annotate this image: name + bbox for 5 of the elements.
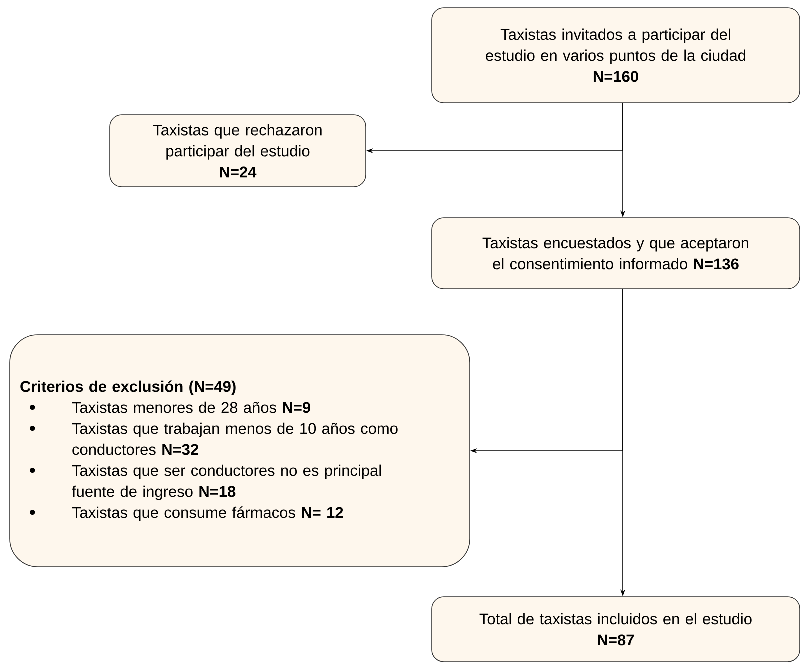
process-box: Taxistas encuestados y que aceptaron el consentimiento informado N=136 [432, 218, 800, 290]
process-box: Taxistas que rechazaron participar del estudio N=24 [110, 114, 366, 188]
process-box: Taxistas invitados a participar del estudio en varios puntos de la ciudad N=160 [432, 8, 800, 104]
process-box: Criterios de exclusión (N=49) Taxistas menores de 28 años N=9 Taxistas que trabajan menos de 10 años como conductores N=32 Taxistas que ser conductores no es principal fuente de ingreso N=18 Taxistas que consume fármacos N= 12 [10, 334, 470, 568]
process-box: Total de taxistas incluidos en el estudio N=87 [432, 596, 800, 662]
